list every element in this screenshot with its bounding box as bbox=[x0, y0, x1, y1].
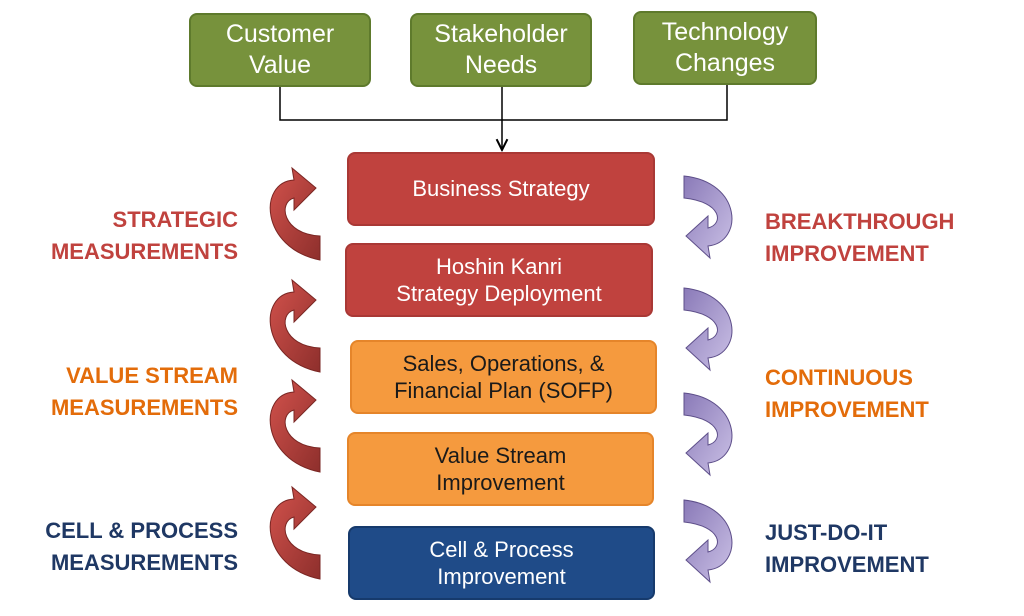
level-value-stream-improvement: Value Stream Improvement bbox=[347, 432, 654, 506]
input-label: Needs bbox=[464, 51, 538, 79]
measurement-cycle-arrow-icon bbox=[269, 278, 321, 373]
input-label: Changes bbox=[674, 49, 776, 77]
label-value-stream-measurements: VALUE STREAM MEASUREMENTS bbox=[50, 363, 238, 420]
level-label: Value Stream bbox=[434, 442, 567, 468]
input-technology-changes: Technology Changes bbox=[633, 11, 817, 85]
measurement-cycle-arrow-icon bbox=[269, 378, 321, 473]
label-breakthrough-improvement: BREAKTHROUGH IMPROVEMENT bbox=[765, 209, 955, 266]
level-label: Cell & Process bbox=[429, 536, 574, 562]
input-label: Stakeholder bbox=[434, 19, 568, 48]
improvement-cycle-arrow-icon bbox=[683, 392, 733, 477]
measurement-cycle-arrow-icon bbox=[269, 166, 321, 261]
level-label: Financial Plan (SOFP) bbox=[394, 378, 613, 403]
improvement-cycle-arrow-icon bbox=[683, 287, 733, 372]
input-customer-value: Customer Value bbox=[189, 13, 371, 87]
input-label: Technology bbox=[661, 17, 789, 46]
label-cell-process-measurements: CELL & PROCESS MEASUREMENTS bbox=[45, 518, 238, 575]
improvement-cycle-arrow-icon bbox=[683, 175, 733, 260]
level-label: Improvement bbox=[436, 470, 565, 495]
level-cell-process-improvement: Cell & Process Improvement bbox=[348, 526, 655, 600]
input-stakeholder-needs: Stakeholder Needs bbox=[410, 13, 592, 87]
improvement-cycle-arrow-icon bbox=[683, 499, 733, 584]
level-label: Business Strategy bbox=[412, 176, 590, 202]
input-label: Customer bbox=[225, 19, 335, 48]
level-label: Hoshin Kanri bbox=[436, 253, 562, 279]
measurement-cycle-arrow-icon bbox=[269, 485, 321, 580]
level-label: Strategy Deployment bbox=[396, 281, 602, 306]
input-label: Value bbox=[248, 51, 312, 79]
level-hoshin-kanri: Hoshin Kanri Strategy Deployment bbox=[345, 243, 653, 317]
label-strategic-measurements: STRATEGIC MEASUREMENTS bbox=[50, 207, 238, 264]
level-sofp: Sales, Operations, & Financial Plan (SOF… bbox=[350, 340, 657, 414]
level-business-strategy: Business Strategy bbox=[347, 152, 655, 226]
input-merge-line bbox=[279, 84, 728, 121]
label-continuous-improvement: CONTINUOUS IMPROVEMENT bbox=[765, 365, 929, 422]
level-label: Improvement bbox=[437, 564, 566, 589]
label-just-do-it-improvement: JUST-DO-IT IMPROVEMENT bbox=[765, 520, 929, 577]
level-label: Sales, Operations, & bbox=[402, 350, 605, 376]
